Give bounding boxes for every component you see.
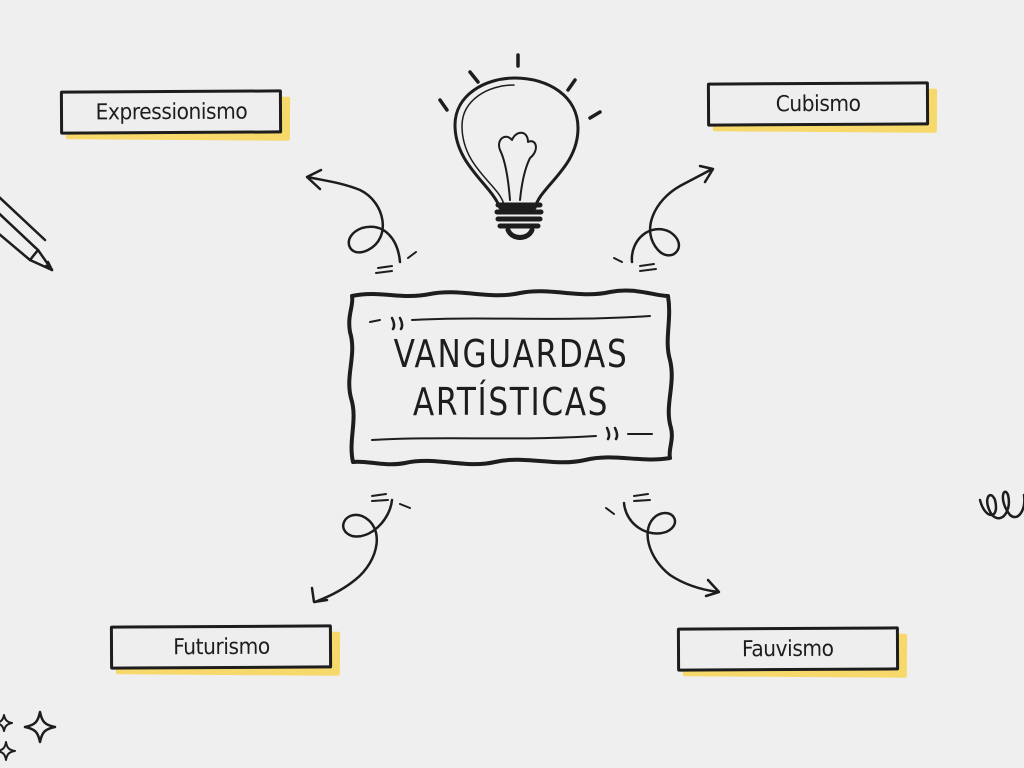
light-bulb-icon: [438, 53, 602, 240]
branch-label: Fauvismo: [742, 636, 834, 662]
node-box: Futurismo: [109, 624, 333, 670]
branch-expressionismo[interactable]: Expressionismo: [59, 89, 291, 141]
sparkle-icon: [0, 710, 57, 761]
branch-fauvismo[interactable]: Fauvismo: [676, 626, 908, 678]
node-box: Fauvismo: [676, 626, 900, 672]
loop-doodle-icon: [978, 490, 1024, 520]
branch-label: Futurismo: [172, 634, 270, 660]
node-box: Cubismo: [706, 81, 930, 127]
central-topic-line-2: ARTÍSTICAS: [412, 380, 610, 424]
pencil-icon: [0, 196, 54, 272]
branch-label: Cubismo: [775, 91, 861, 117]
central-topic[interactable]: VANGUARDAS ARTÍSTICAS: [384, 330, 638, 426]
branch-futurismo[interactable]: Futurismo: [109, 624, 341, 676]
center-frame: [347, 288, 674, 467]
curly-arrow-icon: [305, 164, 721, 604]
branch-label: Expressionismo: [95, 99, 247, 125]
branch-cubismo[interactable]: Cubismo: [706, 81, 938, 133]
central-topic-line-1: VANGUARDAS: [393, 332, 629, 376]
node-box: Expressionismo: [59, 89, 283, 135]
